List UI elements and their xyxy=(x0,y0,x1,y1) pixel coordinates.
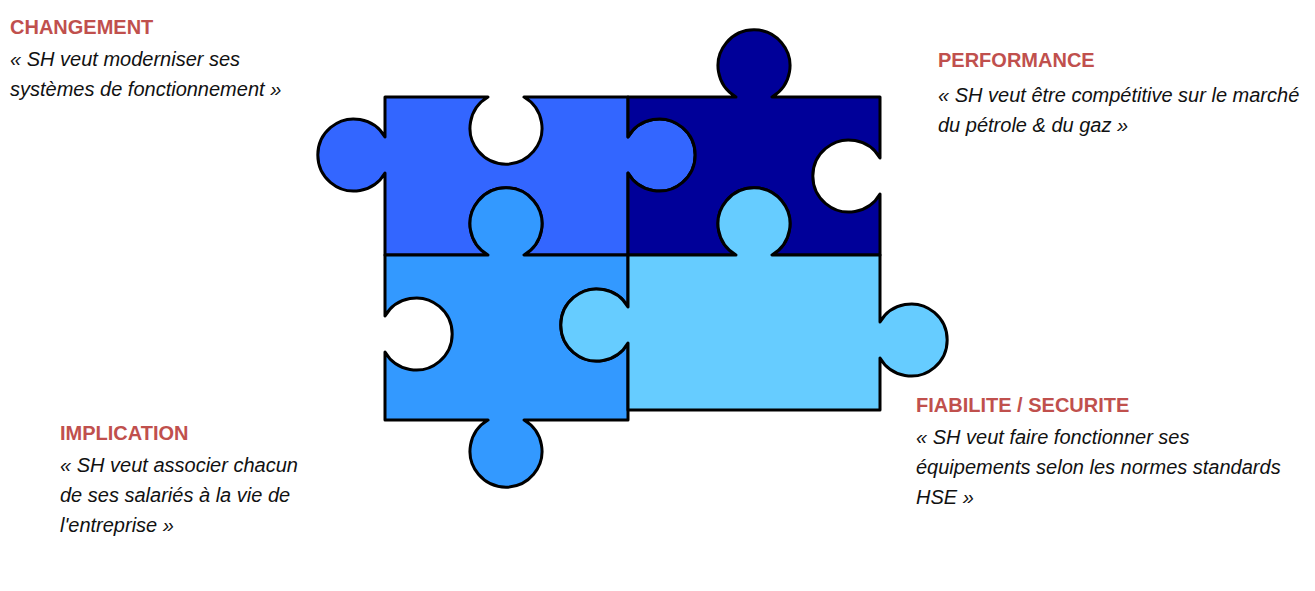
puzzle-piece xyxy=(561,188,947,410)
section-quote: « SH veut moderniser ses systèmes de fon… xyxy=(10,44,285,104)
section-quote: « SH veut faire fonctionner ses équipeme… xyxy=(916,422,1308,512)
section-heading: FIABILITE / SECURITE xyxy=(916,390,1308,420)
section-quote: « SH veut être compétitive sur le marché… xyxy=(938,80,1308,140)
section-quote: « SH veut associer chacun de ses salarié… xyxy=(60,450,322,540)
section-heading: CHANGEMENT xyxy=(10,12,285,42)
section-heading: IMPLICATION xyxy=(60,418,322,448)
section-heading: PERFORMANCE xyxy=(938,45,1308,75)
